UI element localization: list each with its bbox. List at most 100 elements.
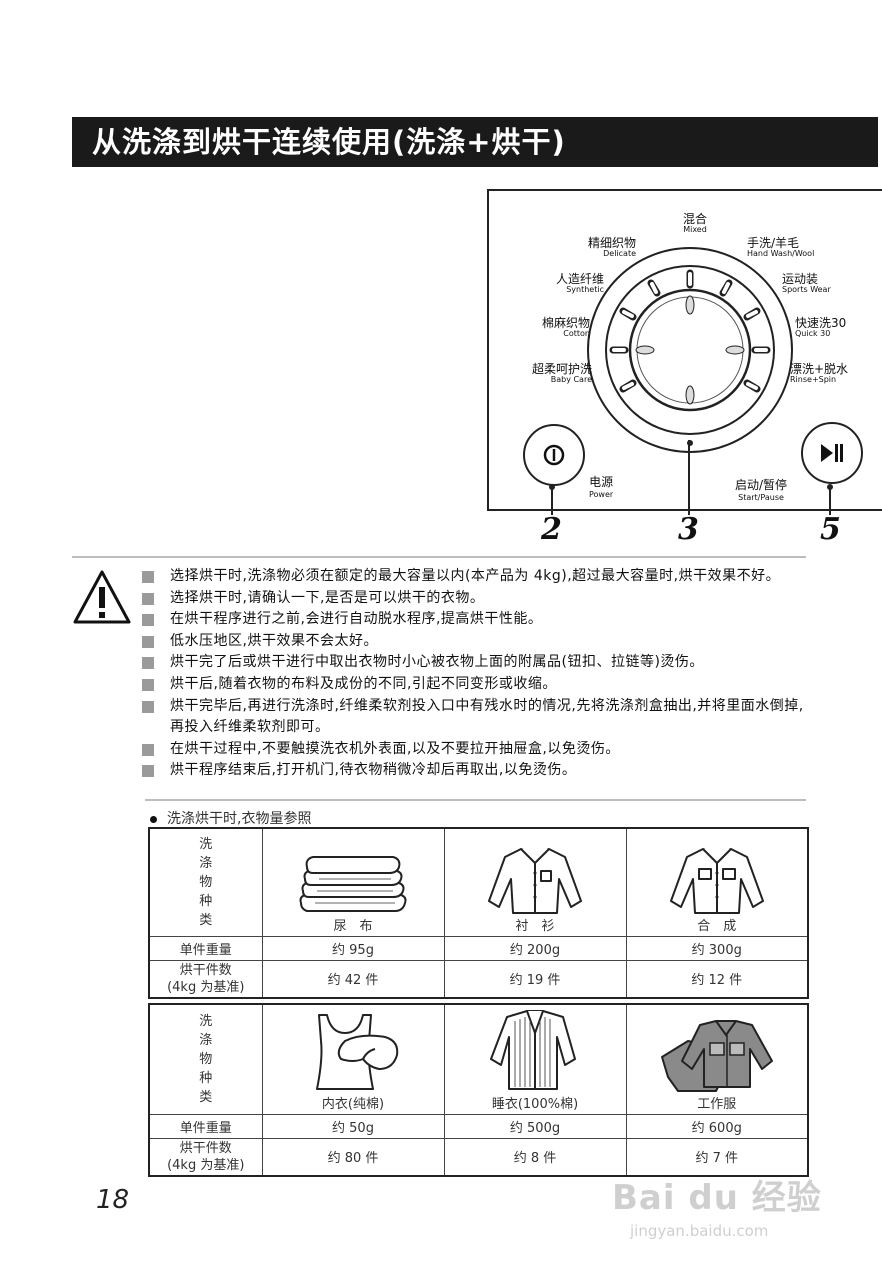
weight-value: 约 500g — [443, 1113, 627, 1139]
count-value: 约 42 件 — [261, 959, 445, 999]
count-value: 约 12 件 — [625, 959, 809, 999]
warning-item: 低水压地区,烘干效果不会太好。 — [142, 631, 810, 653]
vertical-char: 类 — [199, 1089, 213, 1105]
bullet-square-icon — [142, 743, 154, 756]
power-icon — [543, 444, 565, 466]
page-number: 18 — [96, 1185, 130, 1215]
bullet-square-icon — [142, 678, 154, 691]
warning-text: 选择烘干时,洗涤物必须在额定的最大容量以内(本产品为 4kg),超过最大容量时,… — [170, 568, 781, 584]
vertical-char: 涤 — [199, 855, 213, 871]
item-name: 合 成 — [697, 918, 737, 934]
callout-line-power — [551, 487, 553, 515]
row-label-type: 洗 涤 物 种 类 — [148, 827, 263, 937]
vertical-char: 种 — [199, 893, 213, 909]
vertical-char: 类 — [199, 912, 213, 928]
power-button — [523, 424, 585, 486]
warning-text: 烘干完毕后,再进行洗涤时,纤维柔软剂投入口中有残水时的情况,先将洗涤剂盒抽出,并… — [170, 697, 804, 736]
weight-value: 约 600g — [625, 1113, 809, 1139]
table-row: 烘干件数 (4kg 为基准) 约 80 件 约 8 件 约 7 件 — [148, 1137, 809, 1177]
item-cell-synthetic: 合 成 — [625, 827, 809, 937]
weight-value: 约 50g — [261, 1113, 445, 1139]
warning-text: 在烘干程序进行之前,会进行自动脱水程序,提高烘干性能。 — [170, 611, 543, 628]
count-value: 约 8 件 — [443, 1137, 627, 1177]
bullet-square-icon — [142, 614, 154, 627]
bullet-square-icon — [142, 635, 154, 648]
vertical-char: 洗 — [199, 1013, 213, 1029]
reference-heading: 洗涤烘干时,衣物量参照 — [150, 808, 311, 828]
bullet-square-icon — [142, 657, 154, 670]
program-dial-icon — [587, 247, 793, 453]
dial-label-delicate: 精细织物 Delicate — [588, 237, 636, 258]
reference-heading-text: 洗涤烘干时,衣物量参照 — [167, 811, 312, 827]
dial-label-mixed-cn: 混合 — [682, 212, 707, 226]
shirt-icon — [488, 847, 582, 914]
item-name: 工作服 — [697, 1096, 737, 1112]
bullet-square-icon — [142, 700, 154, 713]
baidu-watermark: Bai du 经验 jingyan.baidu.com — [612, 1170, 836, 1250]
laundry-reference-table-2: 洗 涤 物 种 类 内衣(纯棉) — [148, 1003, 809, 1177]
dial-label-baby-cn: 超柔呵护洗 — [531, 362, 592, 376]
count-value: 约 7 件 — [625, 1137, 809, 1177]
item-cell-diaper: 尿 布 — [261, 827, 445, 937]
row-label-count: 烘干件数 (4kg 为基准) — [148, 959, 263, 999]
warning-item: 选择烘干时,洗涤物必须在额定的最大容量以内(本产品为 4kg),超过最大容量时,… — [142, 566, 810, 588]
work-clothes-icon — [660, 1019, 773, 1092]
dial-label-quick: 快速洗30 Quick 30 — [795, 317, 846, 338]
dial-label-cotton-en: Cotton — [563, 328, 590, 338]
dial-label-quick-cn: 快速洗30 — [795, 316, 847, 330]
item-name: 尿 布 — [333, 918, 373, 934]
warning-text: 低水压地区,烘干效果不会太好。 — [170, 632, 378, 649]
vertical-char: 涤 — [199, 1032, 213, 1048]
bullet-square-icon — [142, 592, 154, 605]
count-value: 约 19 件 — [443, 959, 627, 999]
warning-item: 在烘干过程中,不要触摸洗衣机外表面,以及不要拉开抽屉盒,以免烫伤。 — [142, 739, 810, 761]
folded-towels-icon — [299, 855, 407, 912]
dial-label-cotton-cn: 棉麻织物 — [541, 316, 590, 330]
warning-text: 选择烘干时,请确认一下,是否是可以烘干的衣物。 — [170, 589, 485, 606]
warning-item: 烘干完毕后,再进行洗涤时,纤维柔软剂投入口中有残水时的情况,先将洗涤剂盒抽出,并… — [142, 696, 810, 739]
dial-label-sports-en: Sports Wear — [782, 284, 831, 294]
section-divider-bottom — [145, 799, 806, 801]
laundry-reference-table-1: 洗 涤 物 种 类 尿 布 — [148, 827, 809, 999]
dial-label-rinse-en: Rinse+Spin — [790, 374, 837, 384]
watermark-brand: Bai du 经验 — [612, 1178, 822, 1218]
warning-item: 烘干后,随着衣物的布料及成份的不同,引起不同变形或收缩。 — [142, 674, 810, 696]
dial-label-mixed-en: Mixed — [683, 224, 707, 234]
vertical-char: 物 — [199, 1051, 213, 1067]
warning-text: 烘干后,随着衣物的布料及成份的不同,引起不同变形或收缩。 — [170, 675, 557, 692]
dial-label-baby-en: Baby Care — [550, 374, 592, 384]
dial-label-rinse-cn: 漂洗+脱水 — [790, 362, 849, 376]
dial-label-sports-cn: 运动装 — [782, 272, 819, 286]
underwear-icon — [316, 1013, 399, 1090]
dial-label-baby: 超柔呵护洗 Baby Care — [532, 363, 592, 384]
weight-value: 约 300g — [625, 935, 809, 961]
table-row: 洗 涤 物 种 类 尿 布 — [148, 827, 809, 937]
dial-label-rinse: 漂洗+脱水 Rinse+Spin — [790, 363, 848, 384]
callout-number-start: 5 — [820, 512, 841, 547]
bullet-square-icon — [142, 765, 154, 778]
vertical-char: 洗 — [199, 836, 213, 852]
warning-list: 选择烘干时,洗涤物必须在额定的最大容量以内(本产品为 4kg),超过最大容量时,… — [142, 566, 810, 782]
warning-item: 在烘干程序进行之前,会进行自动脱水程序,提高烘干性能。 — [142, 609, 810, 631]
row-label-weight: 单件重量 — [148, 1113, 263, 1139]
warning-item: 选择烘干时,请确认一下,是否是可以烘干的衣物。 — [142, 588, 810, 610]
warning-item: 烘干完了后或烘干进行中取出衣物时小心被衣物上面的附属品(钮扣、拉链等)烫伤。 — [142, 652, 810, 674]
dial-label-synthetic-cn: 人造纤维 — [555, 272, 604, 286]
power-caption-cn: 电源 — [589, 475, 614, 489]
dial-label-hand-wash: 手洗/羊毛 Hand Wash/Wool — [747, 237, 814, 258]
table-row: 洗 涤 物 种 类 内衣(纯棉) — [148, 1003, 809, 1115]
callout-line-start — [829, 487, 831, 515]
warning-item: 烘干程序结束后,打开机门,待衣物稍微冷却后再取出,以免烫伤。 — [142, 760, 810, 782]
warning-triangle-icon — [73, 570, 131, 624]
dial-label-delicate-en: Delicate — [603, 248, 636, 258]
item-name: 衬 衫 — [515, 918, 555, 934]
synthetic-shirt-icon — [669, 847, 764, 914]
weight-value: 约 200g — [443, 935, 627, 961]
table-row: 单件重量 约 50g 约 500g 约 600g — [148, 1113, 809, 1139]
item-cell-pajamas: 睡衣(100%棉) — [443, 1003, 627, 1115]
callout-line-dial — [688, 440, 690, 515]
watermark-url: jingyan.baidu.com — [630, 1222, 769, 1240]
start-pause-button — [801, 422, 863, 484]
dial-label-cotton: 棉麻织物 Cotton — [542, 317, 590, 338]
weight-value: 约 95g — [261, 935, 445, 961]
